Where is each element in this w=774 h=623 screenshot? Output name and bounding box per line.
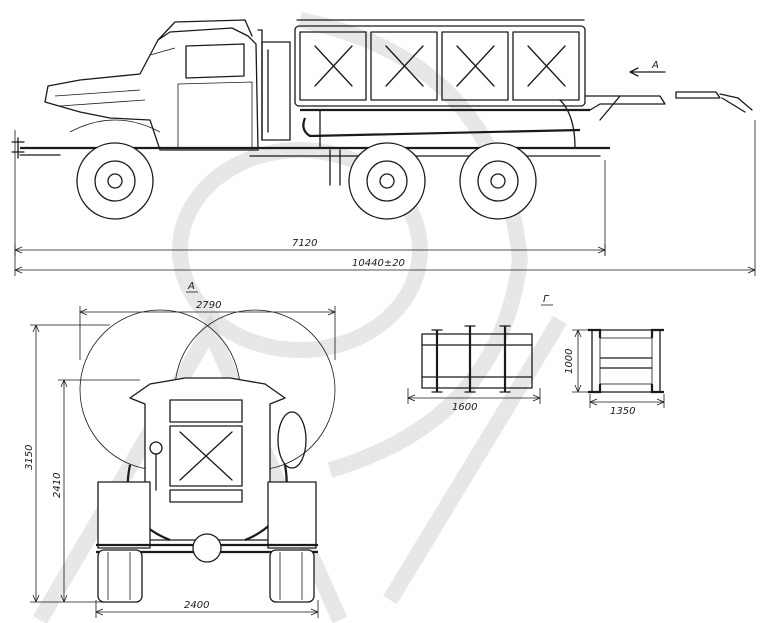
wheel-rear [459,142,537,220]
hood-lines [54,47,176,107]
hose-reel [277,411,307,469]
wheel-mid [348,142,426,220]
view-a-arrow-label: A [651,60,659,71]
tank-modules [294,19,586,107]
rear-tank [129,377,286,541]
container-side-view [572,328,665,408]
label-container-length: 1600 [452,402,477,413]
rear-panel-top [169,399,243,423]
label-wheelbase: 7120 [292,238,317,249]
dim-overall-length [14,120,756,276]
label-overall-height: 3150 [24,445,35,470]
differential [192,533,222,563]
truck-side-view [11,19,756,276]
dim-container-length [407,388,541,404]
rear-bumper-right [267,481,317,549]
rear-wheel-right [269,549,315,603]
dim-container-width [589,394,665,408]
fender-front [69,119,161,133]
label-rear-width: 2790 [196,300,221,311]
container-front-view [407,325,541,404]
cab-body [44,27,259,151]
pipe-support [319,99,576,149]
exhaust-pipe [257,29,263,141]
dim-container-height [572,329,590,393]
dim-track-width [95,600,319,618]
boom-extension [675,91,753,113]
rear-wheel-left [97,549,143,603]
cab-window [185,43,245,79]
label-tank-height: 2410 [52,473,63,498]
rear-view-title: A [187,281,195,292]
mudguard [329,149,341,186]
frame-lower [19,154,601,157]
truck-rear-view [30,306,336,618]
rear-bumper-left [97,481,151,549]
section-g-title: Г [543,294,550,305]
label-container-height: 1000 [564,349,575,374]
front-hook [11,137,25,159]
container-body [421,333,533,389]
dim-tank-height [58,379,140,603]
label-container-width: 1350 [610,406,635,417]
dim-overall-height [30,324,110,603]
pipe-manifold [300,108,590,138]
container-frame [591,329,661,393]
view-a-arrow [629,67,666,77]
rear-panel-x [169,425,243,487]
label-overall-length: 10440±20 [352,258,405,269]
cab-roof [157,19,253,41]
dim-rear-width [79,306,336,360]
rear-panel-bottom [169,489,243,503]
label-track-width: 2400 [184,600,209,611]
wheel-front [76,142,154,220]
tank-equipment [261,41,291,141]
rear-boom [584,95,666,121]
